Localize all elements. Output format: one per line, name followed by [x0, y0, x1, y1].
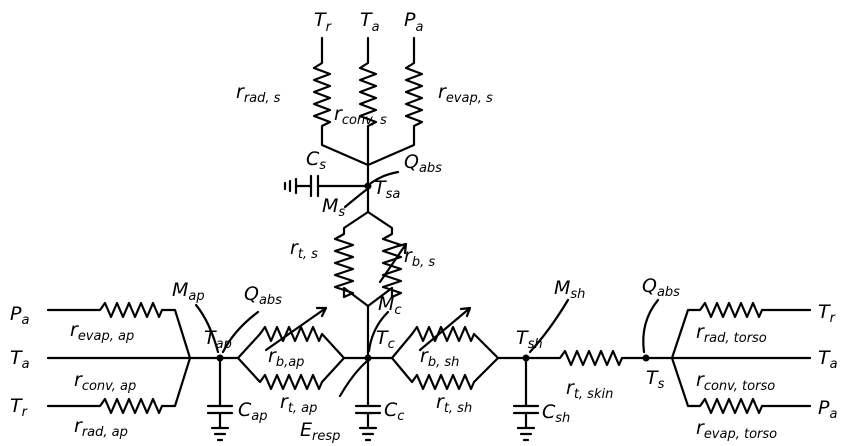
node-tsa	[364, 182, 372, 190]
label-r-b-s: rb, s	[404, 245, 435, 270]
label-ts: Ts	[646, 367, 665, 392]
capacitor-cc	[354, 356, 382, 442]
label-r-evap-ap: revap, ap	[70, 319, 134, 344]
label-r-rad-ap: rrad, ap	[74, 415, 128, 440]
label-csh: Csh	[542, 401, 570, 426]
label-r-t-sh: rt, sh	[436, 391, 472, 416]
parallel-ap	[236, 325, 346, 391]
parallel-sh	[390, 325, 500, 391]
msh-arrow	[528, 298, 570, 354]
label-right-pa: Pa	[818, 397, 837, 422]
node-ts	[642, 354, 650, 362]
variable-arrow-rbs	[378, 242, 408, 284]
label-msh: Msh	[554, 277, 585, 302]
mc-arrow	[367, 310, 390, 353]
label-qabs-top: Qabs	[404, 151, 442, 176]
parallel-s	[333, 210, 408, 360]
label-r-t-skin: rt, skin	[566, 377, 613, 402]
label-r-b-sh: rb, sh	[420, 345, 459, 370]
qabs-top-arrow	[369, 170, 400, 185]
label-top-tr: Tr	[314, 9, 333, 35]
label-mc: Mc	[378, 293, 402, 318]
label-qabs-right: Qabs	[642, 275, 680, 300]
label-r-conv-s: rconv, s	[334, 103, 387, 128]
map-arrow	[194, 303, 220, 354]
variable-arrow-rbap	[264, 306, 328, 352]
label-qabs-left: Qabs	[244, 283, 282, 308]
ms-arrow	[343, 188, 368, 209]
label-tc: Tc	[376, 327, 395, 352]
label-r-b-ap: rb,ap	[268, 345, 304, 370]
wire-right-rad	[670, 301, 812, 360]
wire-left-rad	[46, 356, 192, 415]
label-r-rad-torso: rrad, torso	[696, 321, 767, 346]
label-left-ta: Ta	[10, 347, 30, 372]
label-cs: Cs	[306, 148, 326, 173]
label-r-evap-torso: revap, torso	[696, 417, 777, 442]
top-branches	[312, 36, 424, 214]
labels: Tr Ta Pa rrad, s rconv, s revap, s Cs Qa…	[10, 9, 838, 444]
label-r-conv-torso: rconv, torso	[696, 369, 775, 394]
capacitor-cs	[283, 174, 370, 198]
capacitor-csh	[512, 356, 540, 442]
label-cap: Cap	[238, 399, 268, 424]
label-top-pa: Pa	[404, 9, 423, 35]
eresp-arrow	[338, 360, 368, 398]
wire-right-evap	[670, 356, 812, 415]
label-r-evap-s: revap, s	[438, 81, 493, 106]
label-left-pa: Pa	[10, 303, 29, 328]
main-line	[46, 301, 812, 415]
label-right-tr: Tr	[818, 301, 837, 326]
wire-left-evap	[46, 301, 192, 360]
qabs-right-arrow	[642, 298, 660, 354]
variable-arrow-rbsh	[418, 306, 472, 352]
label-eresp: Eresp	[300, 419, 340, 444]
label-tsh: Tsh	[516, 327, 543, 352]
wire-top-conv	[358, 36, 378, 167]
label-left-tr: Tr	[10, 395, 29, 420]
wire-skin	[496, 349, 674, 367]
label-tsa: Tsa	[374, 177, 400, 202]
label-map: Map	[172, 279, 205, 304]
label-r-conv-ap: rconv, ap	[74, 369, 136, 394]
label-top-ta: Ta	[360, 9, 380, 35]
wire-top-rad	[312, 36, 370, 167]
qabs-left-arrow	[221, 310, 260, 354]
label-tap: Tap	[204, 327, 232, 352]
label-r-t-ap: rt, ap	[280, 391, 317, 416]
capacitor-cap	[206, 356, 234, 442]
label-right-ta: Ta	[818, 347, 838, 372]
wire-top-evap	[366, 36, 424, 167]
label-r-rad-s: rrad, s	[236, 81, 281, 106]
label-cc: Cc	[384, 399, 404, 424]
label-r-t-s: rt, s	[290, 237, 318, 262]
label-ms: Ms	[322, 195, 345, 220]
